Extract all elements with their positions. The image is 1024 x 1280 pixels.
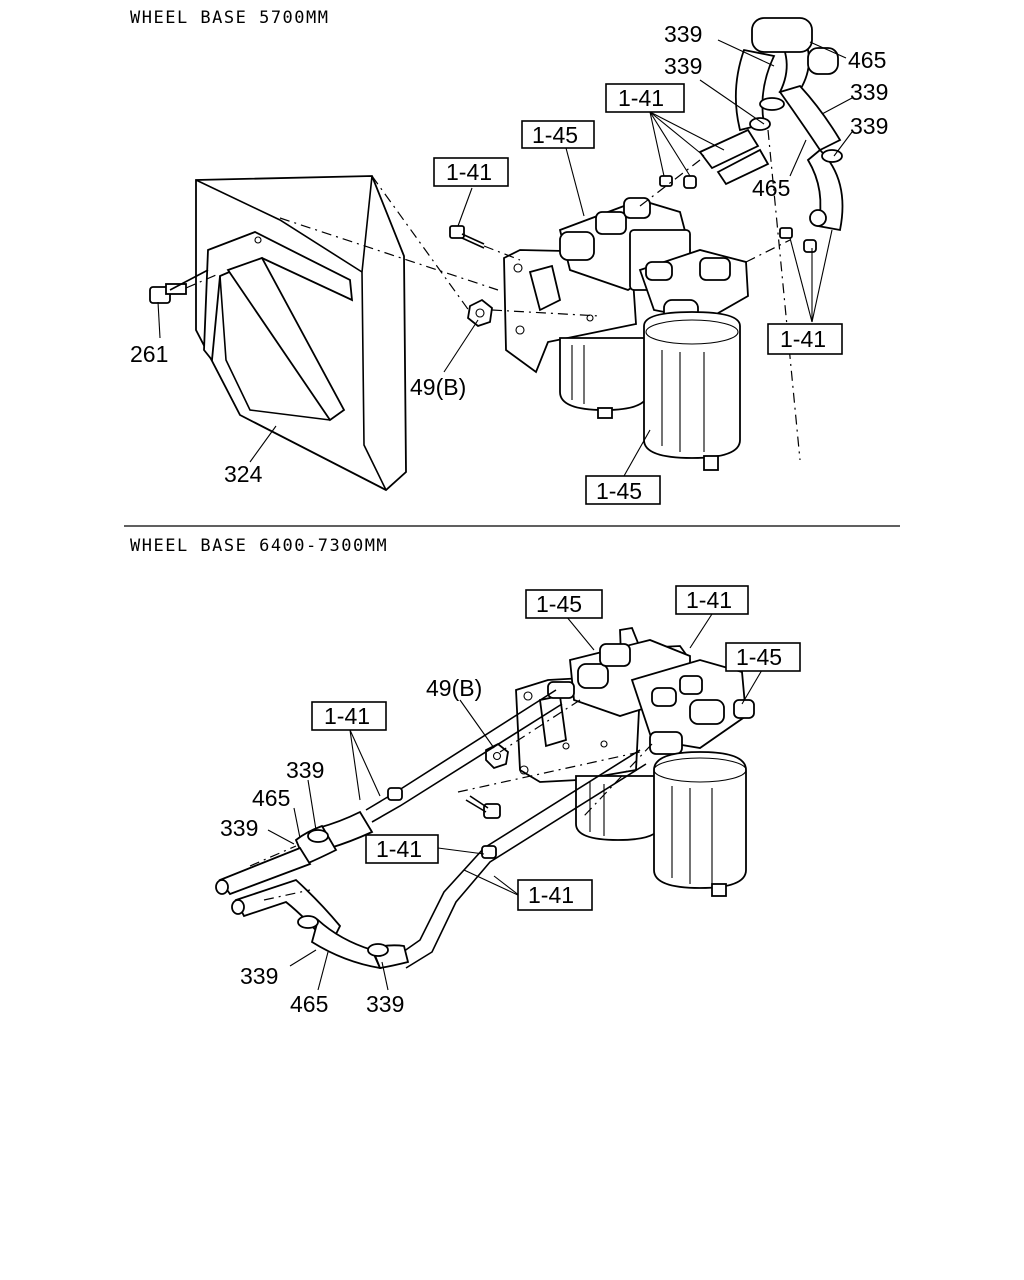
nut-49b: [467, 298, 493, 328]
callout-465: 465: [252, 785, 290, 811]
ref-box: [433, 157, 509, 187]
ref-label: 1-41: [324, 703, 370, 729]
ref-box: [525, 589, 603, 619]
ref-box: [365, 834, 439, 864]
filter-cartridge-front: [638, 249, 749, 471]
ref-box: [767, 323, 843, 355]
filter-cartridge-rear: [559, 337, 649, 419]
fuel-pipes-lower: [215, 689, 647, 970]
ref-label: 1-41: [686, 587, 732, 613]
callout-339: 339: [286, 757, 324, 783]
diagram-wheel-base-6400-7300: 1-45 1-41 1-45 49(B) 1-41 339 465 339 1-…: [215, 585, 801, 1017]
hose-clips-upper: [659, 175, 817, 253]
callouts-upper: 339 465 339 339 339 465 1-41 1-45 1-41 1…: [130, 21, 888, 505]
ref-label: 1-45: [736, 644, 782, 670]
ref-box: [725, 642, 801, 672]
filter-heads-lower: [547, 639, 755, 755]
ref-label: 1-41: [618, 85, 664, 111]
callout-465: 465: [290, 991, 328, 1017]
callout-339: 339: [366, 991, 404, 1017]
ref-label: 1-41: [528, 882, 574, 908]
leader-lines-lower: [267, 613, 763, 991]
callouts-lower: 1-45 1-41 1-45 49(B) 1-41 339 465 339 1-…: [220, 585, 801, 1017]
leader-lines-upper: [157, 39, 853, 477]
section-title-6400-7300: WHEEL BASE 6400-7300MM: [130, 536, 389, 556]
bolt-261: [149, 269, 209, 304]
bracket-plate-324: [195, 175, 407, 492]
ref-box: [585, 475, 661, 505]
callout-324: 324: [224, 461, 263, 487]
callout-465: 465: [752, 175, 790, 201]
diagram-wheel-base-5700: 339 465 339 339 339 465 1-41 1-45 1-41 1…: [130, 17, 888, 505]
callout-49b: 49(B): [426, 675, 482, 701]
callout-339: 339: [850, 79, 888, 105]
ref-label: 1-41: [780, 326, 826, 352]
callout-339: 339: [220, 815, 258, 841]
ref-label: 1-45: [536, 591, 582, 617]
ref-label: 1-41: [376, 836, 422, 862]
callout-339: 339: [664, 21, 702, 47]
bolt-upper: [449, 225, 485, 249]
ref-box: [311, 701, 387, 731]
fuel-hoses-upper: [698, 17, 844, 232]
dash-center-lines-lower: [249, 699, 653, 901]
ref-box: [675, 585, 749, 615]
callout-339: 339: [664, 53, 702, 79]
callout-339: 339: [240, 963, 278, 989]
callout-49b: 49(B): [410, 374, 466, 400]
section-title-5700: WHEEL BASE 5700MM: [130, 8, 330, 28]
dash-center-lines-upper: [185, 129, 801, 461]
filter-cartridge-rear-lower: [575, 775, 661, 841]
ref-label: 1-45: [532, 122, 578, 148]
nut-49b-lower: [485, 742, 509, 770]
ref-box: [517, 879, 593, 911]
ref-label: 1-41: [446, 159, 492, 185]
bolt-lower: [465, 795, 501, 819]
callout-339: 339: [850, 113, 888, 139]
ref-box: [521, 120, 595, 149]
filter-cartridge-front-lower: [653, 751, 747, 897]
callout-261: 261: [130, 341, 168, 367]
callout-465: 465: [848, 47, 886, 73]
ref-box: [605, 83, 685, 113]
ref-label: 1-45: [596, 478, 642, 504]
